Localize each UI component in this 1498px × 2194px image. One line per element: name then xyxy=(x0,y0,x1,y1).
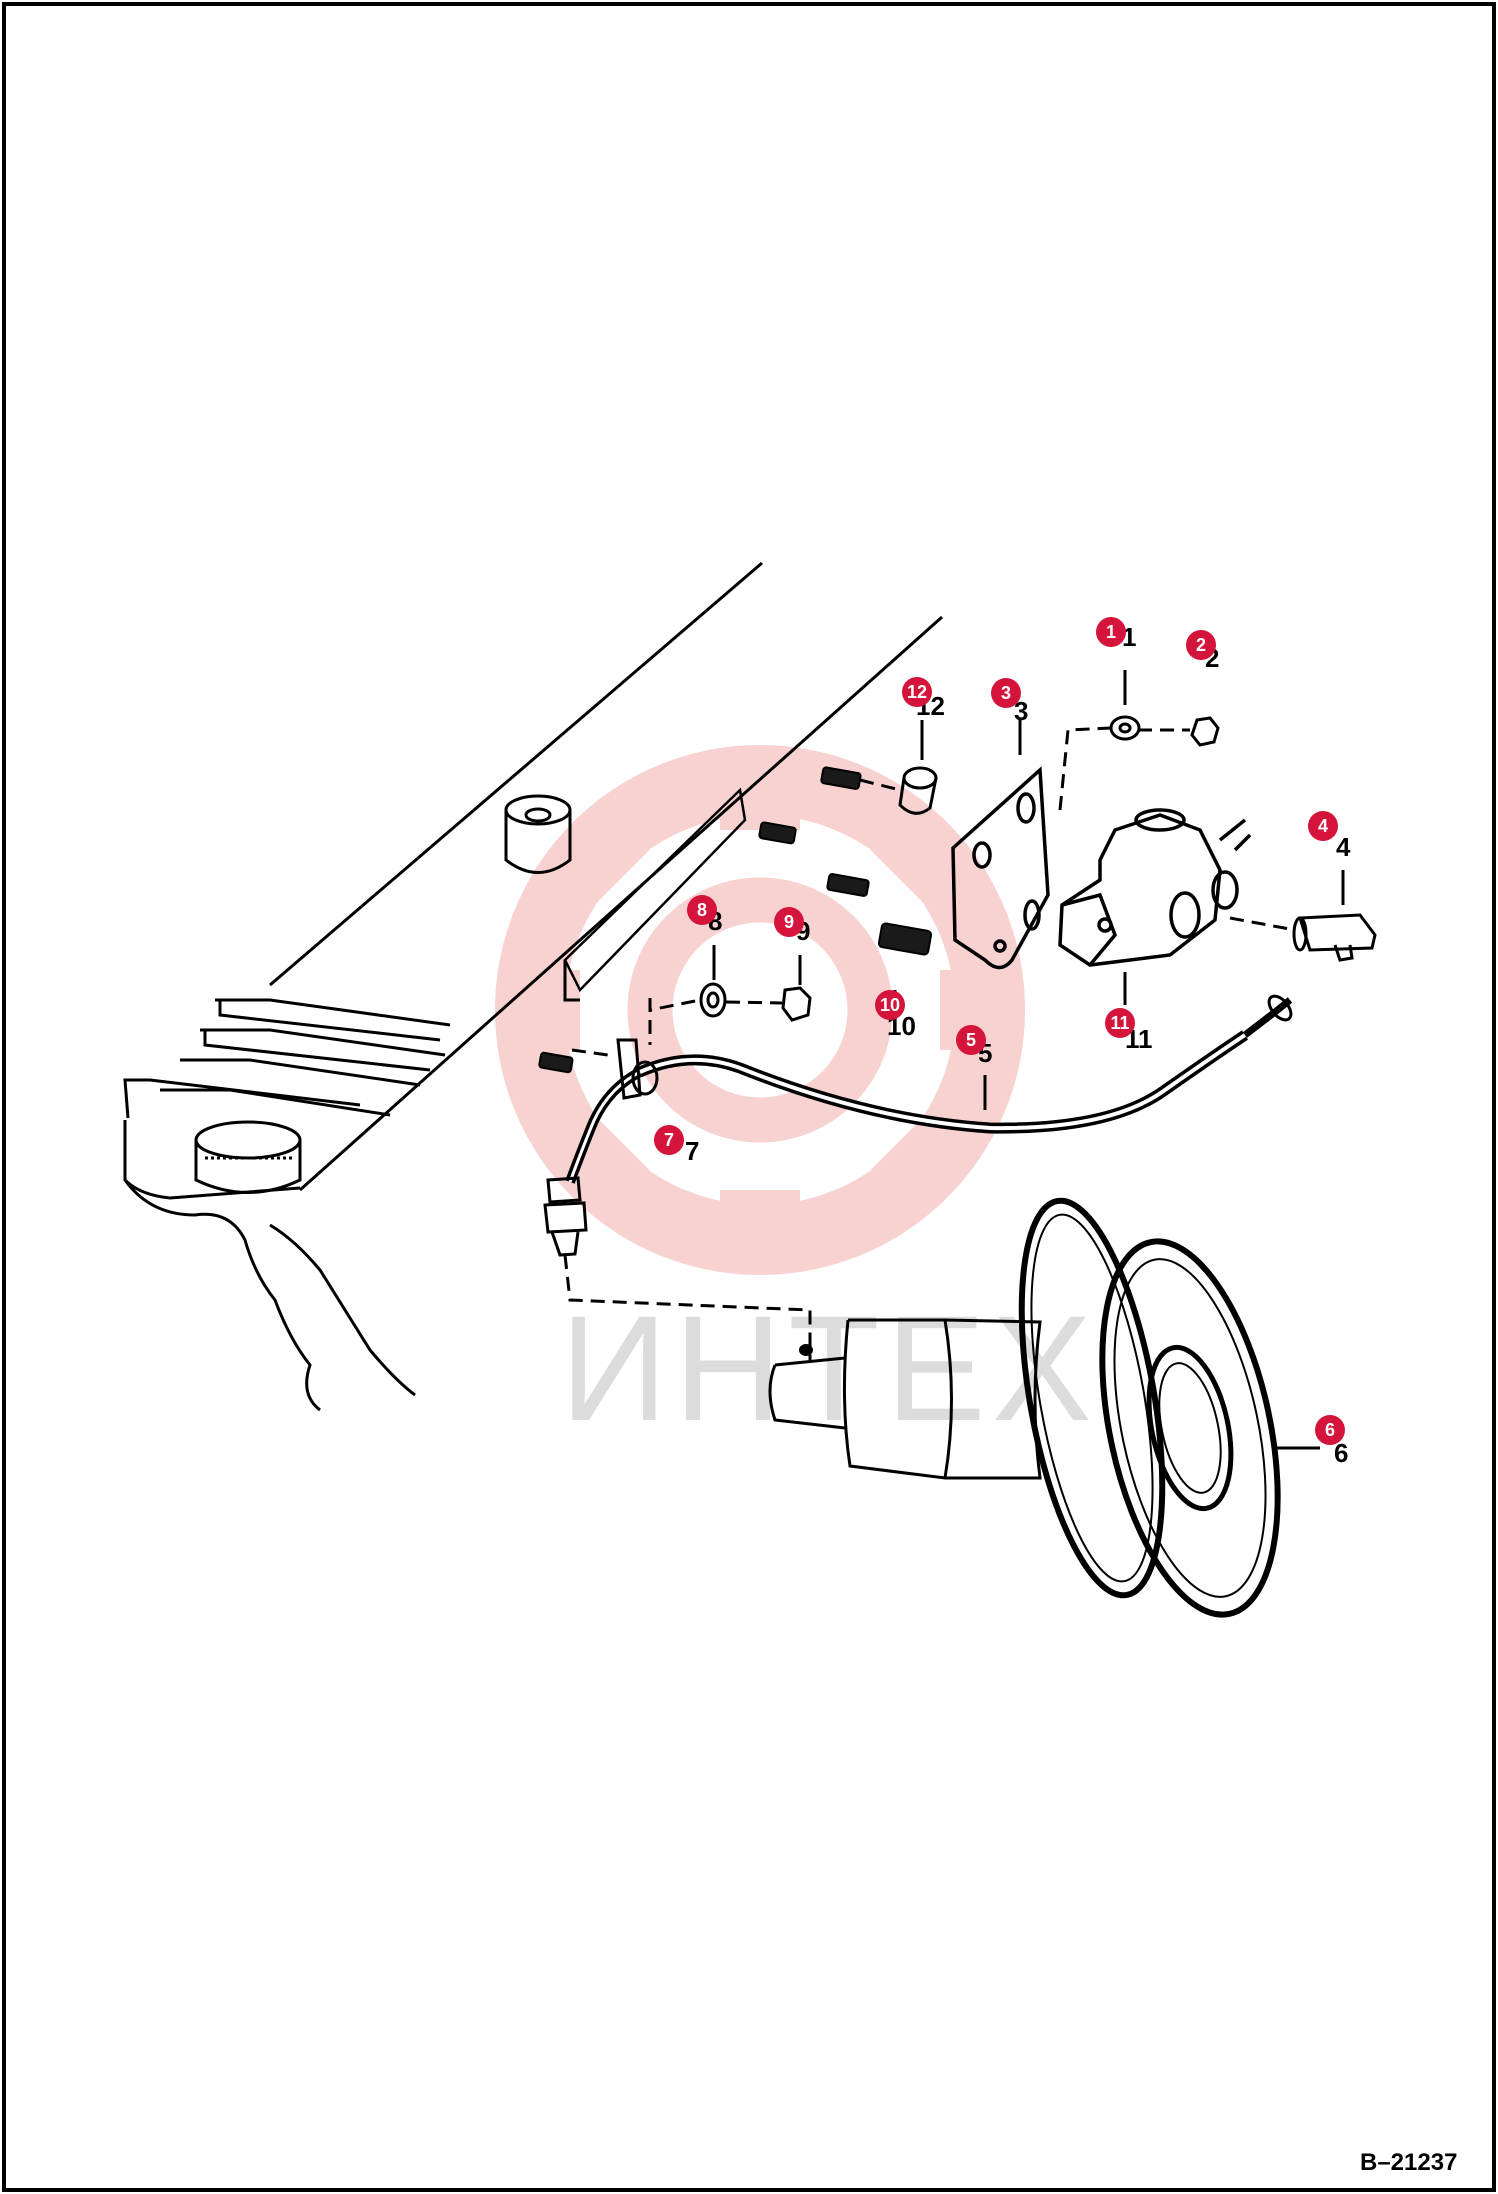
clamp-part-7 xyxy=(616,1038,659,1100)
svg-text:6: 6 xyxy=(1325,1420,1335,1440)
pulley-part-6 xyxy=(768,1197,1281,1618)
callout-12[interactable]: 12 xyxy=(902,677,932,707)
part-number-4: 4 xyxy=(1336,832,1351,862)
callout-2[interactable]: 2 xyxy=(1186,630,1216,660)
callout-1[interactable]: 1 xyxy=(1096,617,1126,647)
drawing-id: B–21237 xyxy=(1360,2149,1457,2176)
callout-7[interactable]: 7 xyxy=(654,1125,684,1155)
leader-lines xyxy=(563,726,1296,1360)
washer-part-8 xyxy=(699,982,727,1018)
hose-part-5 xyxy=(565,994,1293,1184)
mount-plate-part-3 xyxy=(951,766,1050,970)
callout-9[interactable]: 9 xyxy=(774,907,804,937)
engine-frame xyxy=(123,561,943,1412)
svg-text:11: 11 xyxy=(1110,1013,1129,1033)
callout-4[interactable]: 4 xyxy=(1308,811,1338,841)
nut-part-9 xyxy=(781,986,812,1022)
washer-part-1 xyxy=(1109,715,1141,741)
part-number-3: 3 xyxy=(1014,696,1028,726)
callout-11[interactable]: 11 xyxy=(1105,1008,1135,1038)
callout-8[interactable]: 8 xyxy=(687,895,717,925)
valve-part-11 xyxy=(1058,808,1252,967)
spacer-part-12 xyxy=(898,766,938,815)
part-number-6: 6 xyxy=(1334,1438,1348,1468)
callout-5[interactable]: 5 xyxy=(956,1025,986,1055)
fitting-part-4 xyxy=(1292,913,1377,962)
callout-6[interactable]: 6 xyxy=(1315,1415,1345,1445)
svg-text:10: 10 xyxy=(880,995,900,1015)
svg-text:12: 12 xyxy=(907,682,927,702)
svg-text:7: 7 xyxy=(664,1130,674,1150)
svg-text:1: 1 xyxy=(1106,622,1116,642)
svg-text:3: 3 xyxy=(1001,683,1011,703)
svg-text:2: 2 xyxy=(1196,635,1206,655)
svg-text:5: 5 xyxy=(966,1030,976,1050)
fasteners xyxy=(538,766,933,1074)
callouts: 1 2 3 4 5 6 7 8 xyxy=(654,617,1345,1445)
svg-text:8: 8 xyxy=(697,900,707,920)
part-number-7: 7 xyxy=(685,1136,699,1166)
svg-text:4: 4 xyxy=(1318,816,1328,836)
callout-10[interactable]: 10 xyxy=(875,990,905,1020)
part-numbers: 1 2 12 3 4 8 9 10 11 5 7 6 xyxy=(685,622,1351,1468)
nut-part-2 xyxy=(1190,716,1220,747)
callout-3[interactable]: 3 xyxy=(991,678,1021,708)
svg-text:9: 9 xyxy=(784,912,794,932)
watermark-text: ИНТЕХ xyxy=(560,1284,1098,1452)
sender-fitting xyxy=(543,1176,588,1257)
